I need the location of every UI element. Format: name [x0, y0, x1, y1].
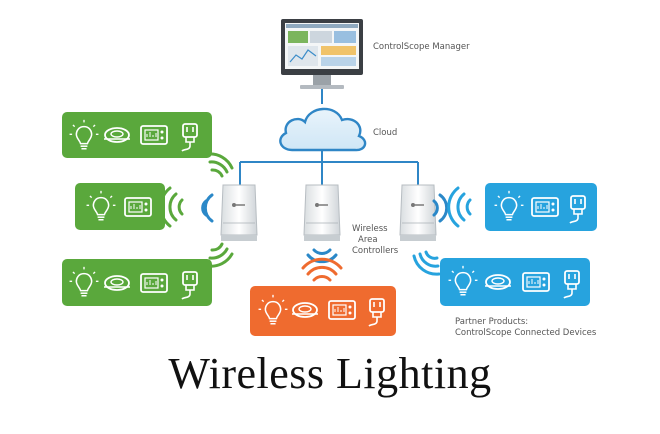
device-box-blue-bottom [440, 258, 590, 306]
network-lines [239, 150, 419, 190]
cloud-icon [279, 107, 367, 152]
device-box-green-middle [75, 183, 165, 230]
controller-icon [220, 184, 258, 242]
page-title: Wireless Lighting [168, 349, 492, 398]
device-box-green-top [62, 112, 212, 158]
manager-label: ControlScope Manager [373, 42, 470, 52]
cloud-label: Cloud [373, 128, 398, 138]
controllers-label-line1: Wireless [352, 224, 388, 234]
partner-label-line2: ControlScope Connected Devices [455, 328, 597, 338]
device-box-orange [250, 286, 396, 336]
device-box-blue-top [485, 183, 597, 231]
wireless-signal-icon [206, 242, 234, 268]
device-box-green-bottom [62, 259, 212, 306]
partner-label-line1: Partner Products: [455, 317, 529, 327]
controller-icon [399, 184, 437, 242]
controllers-label-line3: Controllers [352, 246, 399, 256]
wireless-signal-icon [301, 248, 343, 282]
controllers-label-line2: Area [358, 235, 378, 245]
wireless-signal-icon [432, 186, 472, 228]
wireless-signal-icon [206, 152, 234, 178]
monitor-icon [281, 19, 363, 89]
wireless-signal-icon [159, 186, 214, 228]
wireless-signal-icon [412, 250, 441, 276]
controller-icon [303, 184, 341, 242]
